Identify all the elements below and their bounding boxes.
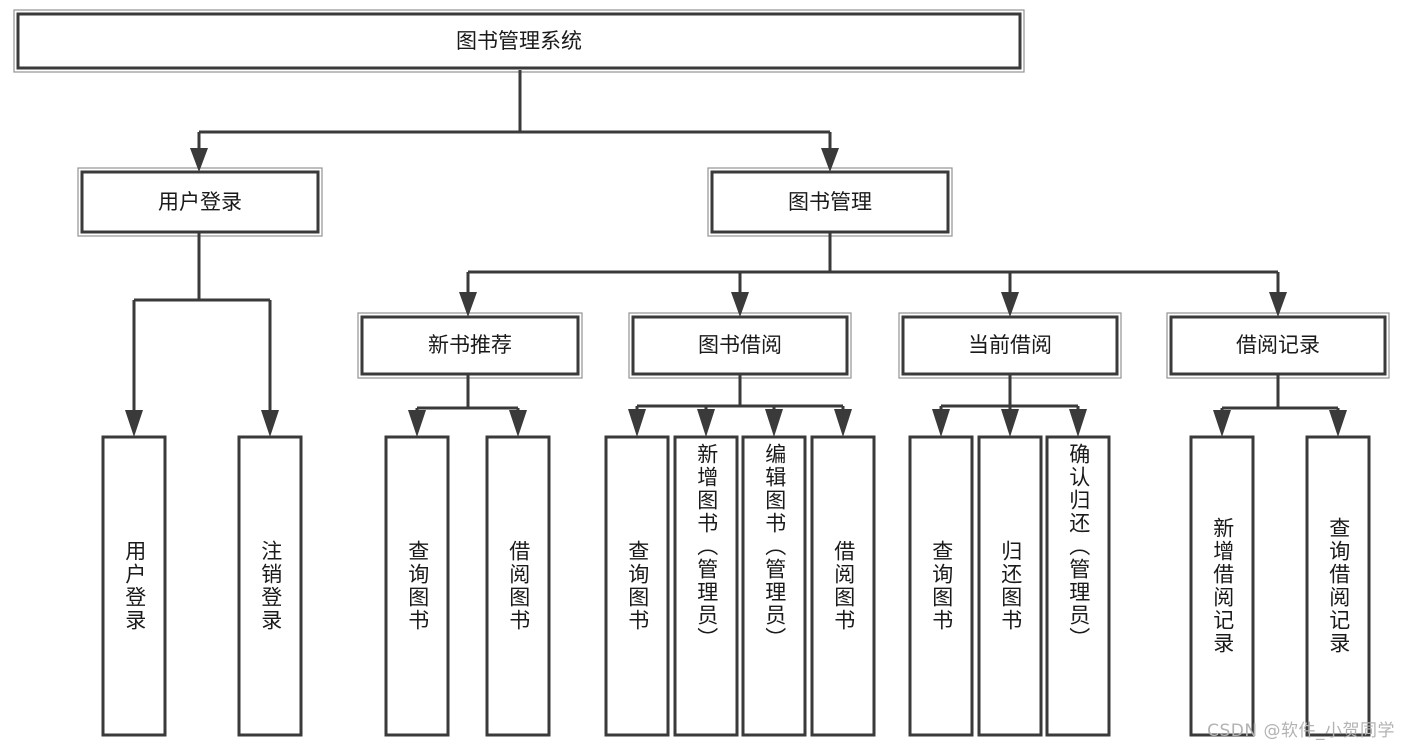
leaf-new-book-recommend-1[interactable] <box>485 435 551 737</box>
arrow-userlogin-leaf-0 <box>125 410 143 437</box>
node-new-book-recommend-label: 新书推荐 <box>428 333 512 357</box>
csdn-watermark: CSDN @软件_小贺同学 <box>1207 721 1395 741</box>
leaf-borrow-record-1[interactable] <box>1305 435 1371 737</box>
node-root[interactable]: 图书管理系统 <box>13 9 1025 73</box>
leaf-current-borrow-1[interactable] <box>977 435 1043 737</box>
node-book-manage[interactable]: 图书管理 <box>707 167 953 237</box>
leaf-book-borrow-1[interactable] <box>673 435 739 737</box>
leaf-user-login-1[interactable] <box>237 435 303 737</box>
arrow-bookborrow-leaf-2 <box>765 409 783 437</box>
arrow-root-to-user-login <box>190 148 208 172</box>
leaf-current-borrow-2[interactable] <box>1045 435 1111 737</box>
node-book-borrow[interactable]: 图书借阅 <box>628 312 852 379</box>
arrow-currentborrow-leaf-2 <box>1069 409 1087 437</box>
arrow-bookborrow-leaf-3 <box>834 409 852 437</box>
node-root-label: 图书管理系统 <box>456 29 582 53</box>
node-new-book-recommend[interactable]: 新书推荐 <box>357 312 583 379</box>
arrow-bookborrow-leaf-1 <box>697 409 715 437</box>
node-layer: 图书管理系统 用户登录 图书管理 新书推荐 <box>13 9 1390 737</box>
leaf-book-borrow-0[interactable] <box>604 435 670 737</box>
node-book-manage-label: 图书管理 <box>788 190 872 214</box>
arrow-currentborrow-leaf-1 <box>1001 409 1019 437</box>
node-current-borrow[interactable]: 当前借阅 <box>898 312 1122 379</box>
arrow-bookborrow-leaf-0 <box>628 409 646 437</box>
leaf-new-book-recommend-0[interactable] <box>384 435 450 737</box>
arrow-newbook-leaf-1 <box>509 410 527 437</box>
arrow-borrowrecord-leaf-1 <box>1329 410 1347 437</box>
leaf-book-borrow-3[interactable] <box>810 435 876 737</box>
node-current-borrow-label: 当前借阅 <box>968 333 1052 357</box>
leaf-borrow-record-0[interactable] <box>1189 435 1255 737</box>
arrow-newbook-leaf-0 <box>408 410 426 437</box>
leaf-user-login-0[interactable] <box>101 435 167 737</box>
leaf-book-borrow-2[interactable] <box>741 435 807 737</box>
arrow-bookmanage-to-newbook <box>459 292 477 317</box>
node-book-borrow-label: 图书借阅 <box>698 333 782 357</box>
arrow-currentborrow-leaf-0 <box>932 409 950 437</box>
arrow-bookmanage-to-borrowrecord <box>1269 292 1287 317</box>
arrow-bookmanage-to-currentborrow <box>1001 292 1019 317</box>
node-borrow-record-label: 借阅记录 <box>1236 333 1320 357</box>
node-user-login[interactable]: 用户登录 <box>77 167 323 237</box>
arrow-borrowrecord-leaf-0 <box>1213 410 1231 437</box>
leaf-current-borrow-0[interactable] <box>908 435 974 737</box>
arrow-bookmanage-to-bookborrow <box>731 292 749 317</box>
arrow-userlogin-leaf-1 <box>261 410 279 437</box>
connector-layer <box>125 70 1347 437</box>
node-user-login-label: 用户登录 <box>158 190 242 214</box>
arrow-root-to-book-manage <box>821 148 839 172</box>
node-borrow-record[interactable]: 借阅记录 <box>1166 312 1390 379</box>
